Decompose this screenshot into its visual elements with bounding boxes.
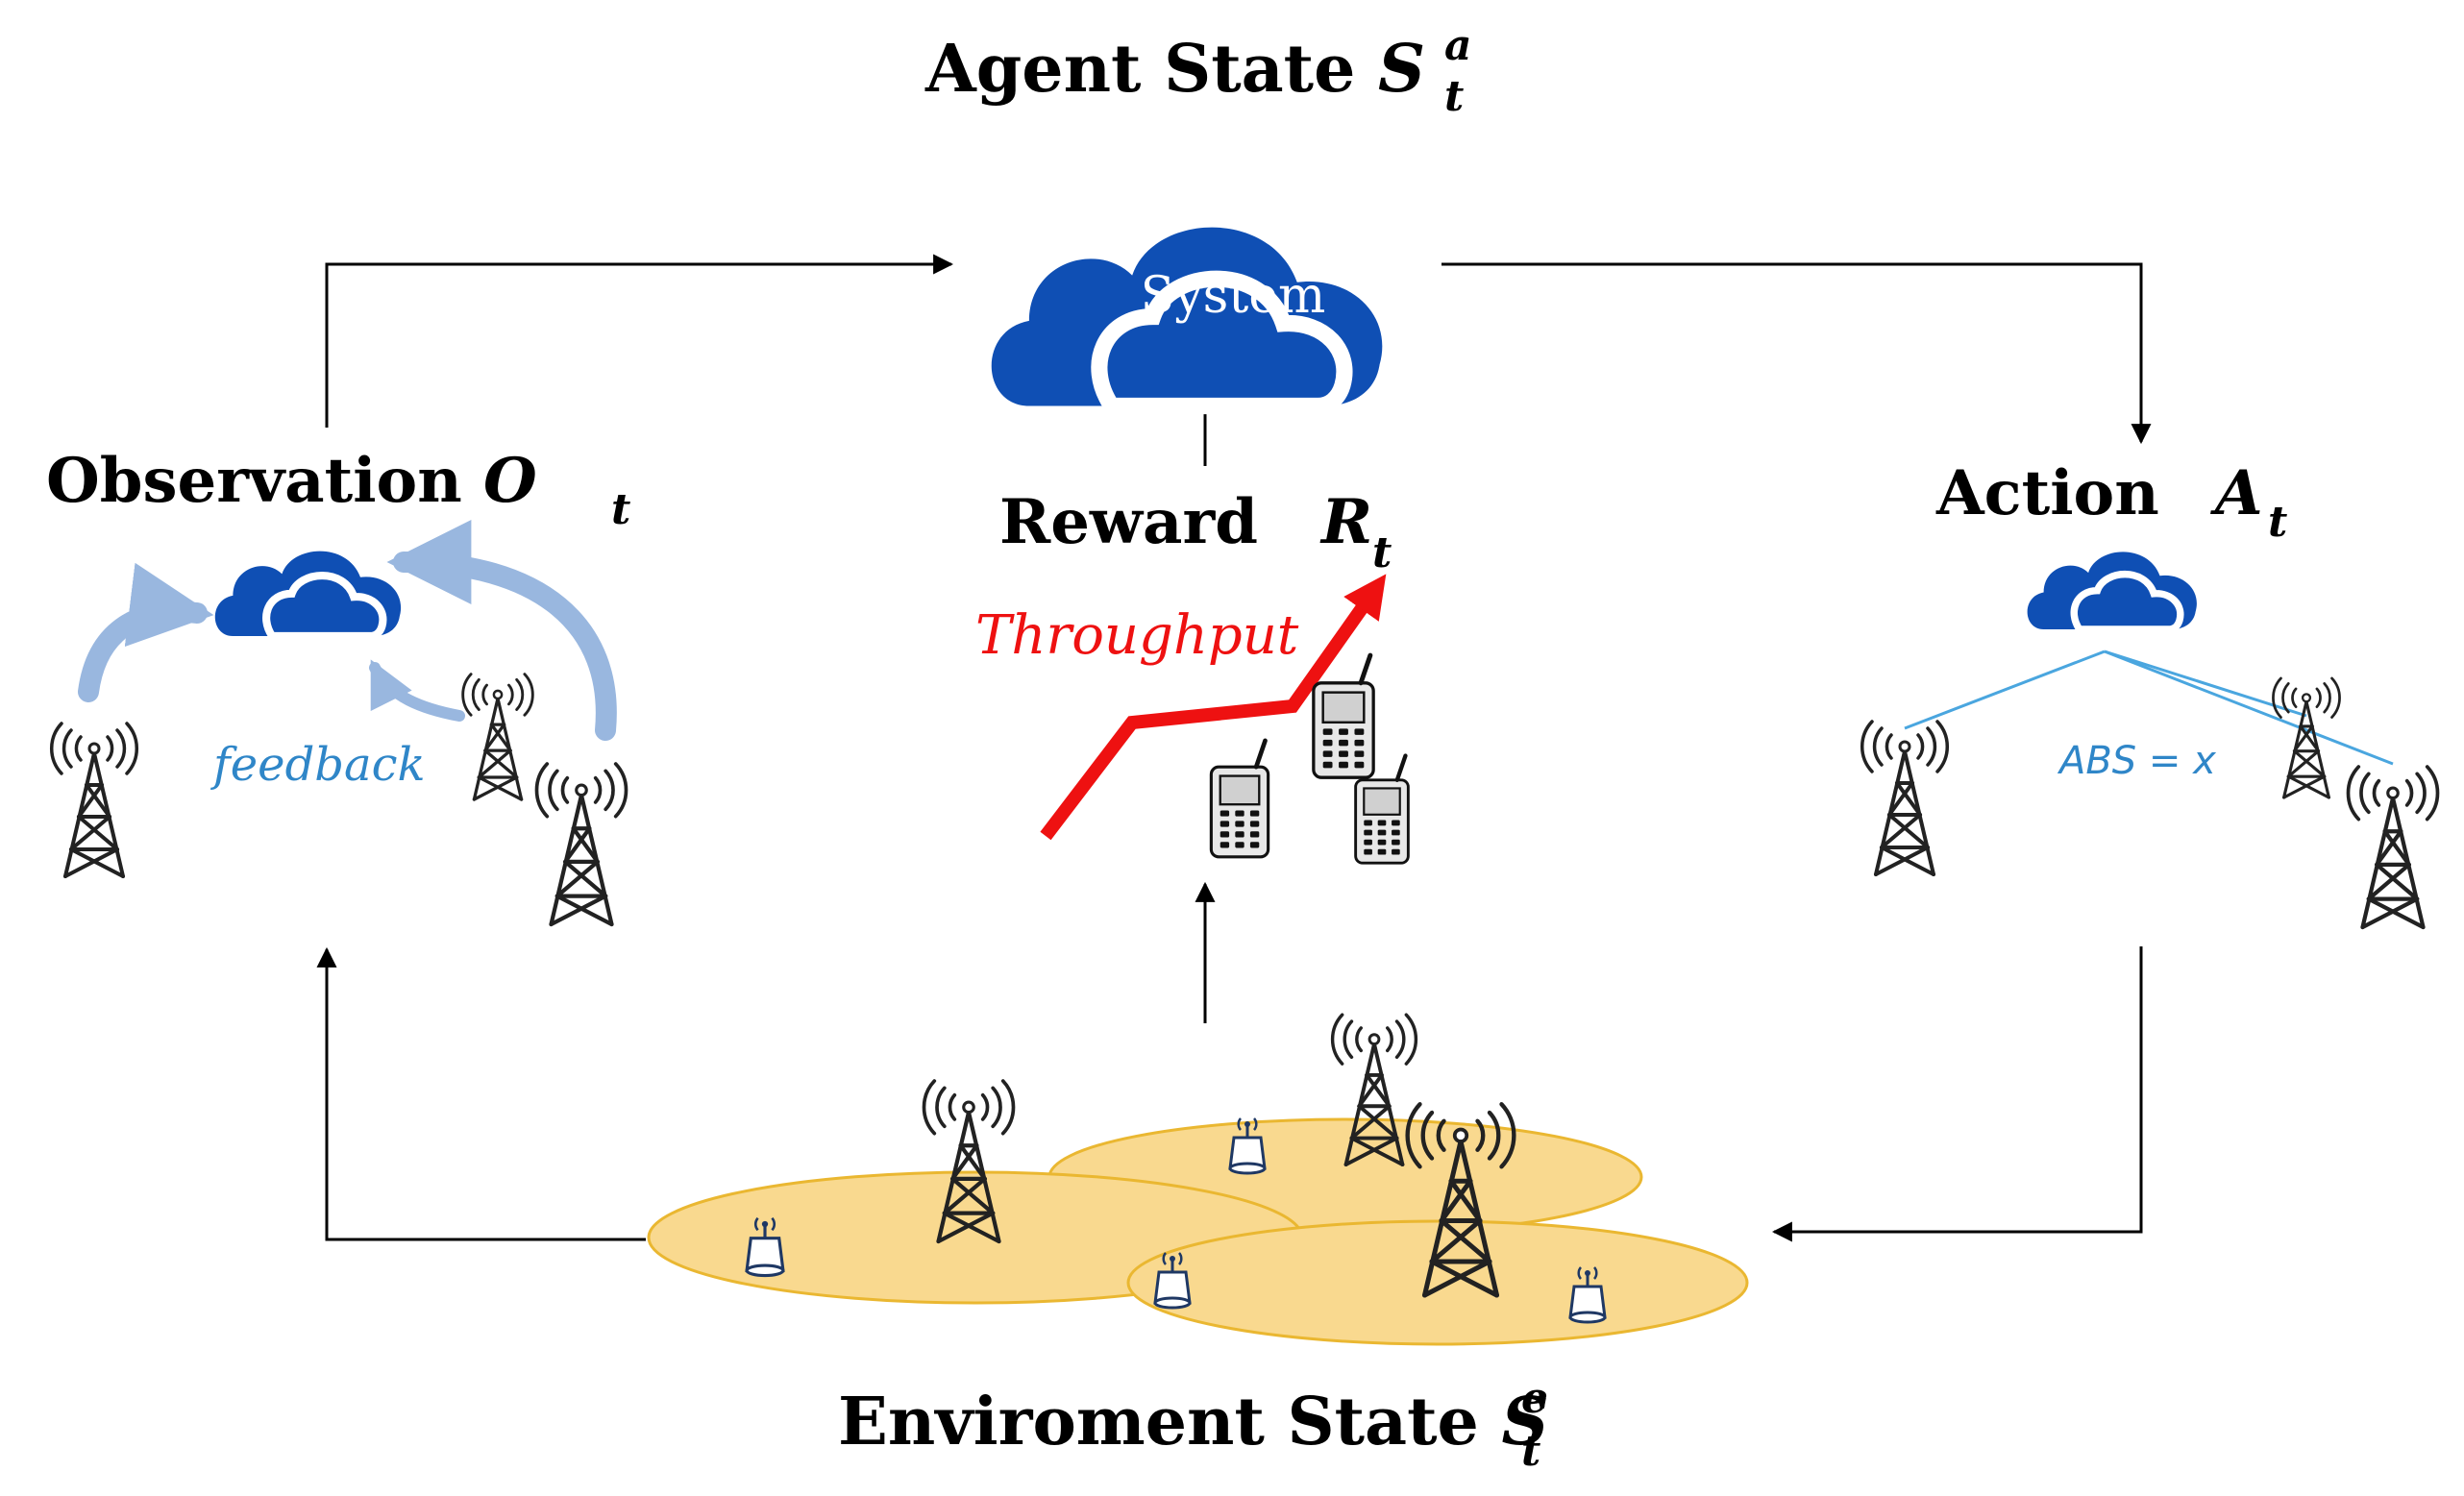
action-symbol: A [2210, 457, 2263, 529]
cloud-icon [2028, 552, 2197, 629]
agent-to-action-arrow [1441, 262, 2152, 445]
observation-title: Observation O [46, 445, 537, 517]
loop-connectors [316, 254, 2152, 1242]
mobile-phone-icon [1211, 741, 1268, 857]
observation-subscript: t [611, 485, 630, 534]
environment-superscript: e [1521, 1374, 1548, 1423]
environment-title: Enviroment State S [838, 1384, 1549, 1460]
feedback-arc-small-icon [369, 659, 465, 722]
environment-block: Enviroment State S e t [647, 1013, 1749, 1476]
action-block: Action A t ABS = x [1860, 457, 2438, 927]
reward-subscript: t [1372, 528, 1392, 577]
coverage-area [647, 1117, 1749, 1346]
agent-title: Agent State S [924, 31, 1425, 108]
feedback-arc-left-icon [78, 562, 214, 702]
environment-subscript: t [1521, 1427, 1540, 1476]
action-to-environment-arrow [1771, 946, 2143, 1242]
action-title: Action [1935, 457, 2159, 529]
system-label: System [1141, 267, 1326, 325]
agent-block: Agent State S a t System [924, 21, 1472, 406]
observation-to-agent-arrow [325, 254, 954, 428]
tower-icon [2348, 767, 2437, 927]
reward-symbol: R [1319, 486, 1372, 558]
tower-icon [536, 764, 626, 924]
abs-label: ABS = x [2057, 739, 2216, 783]
observation-block: Observation O t feedback [46, 445, 630, 924]
environment-to-observation-arrow [316, 946, 646, 1241]
trend-up-arrow-icon [1040, 574, 1387, 841]
feedback-label: feedback [210, 738, 426, 792]
agent-subscript: t [1444, 72, 1464, 121]
tower-icon [1860, 720, 1950, 876]
reward-block: Reward R t Throughput [975, 486, 1408, 863]
cloud-icon [215, 552, 401, 636]
action-subscript: t [2268, 498, 2287, 547]
throughput-label: Throughput [975, 604, 1299, 667]
tower-icon [461, 672, 534, 801]
agent-superscript: a [1444, 21, 1472, 70]
feedback-arc-right-icon [386, 520, 617, 741]
tower-icon [49, 722, 139, 878]
reward-title: Reward [999, 486, 1258, 558]
